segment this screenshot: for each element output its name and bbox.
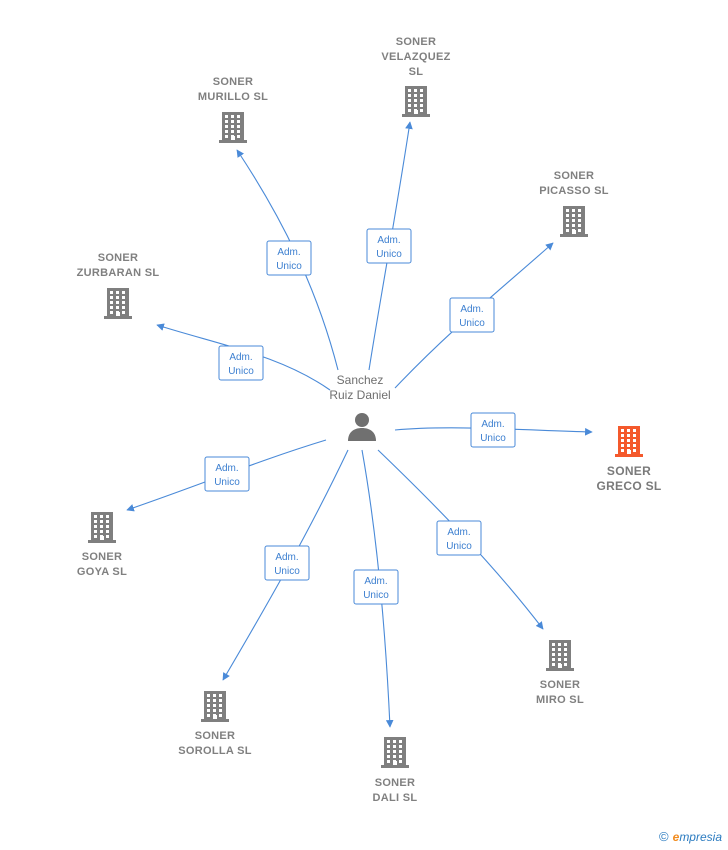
role-badge-murillo: Adm. Unico [266,240,312,276]
role-label-line2: Unico [459,318,485,329]
role-badge-miro: Adm. Unico [436,520,482,556]
role-label-line2: Unico [446,541,472,552]
company-label-velazquez[interactable]: SONER [396,36,437,48]
role-label-line1: Adm. [377,235,400,246]
building-icon [560,206,588,237]
role-label-line2: Unico [276,261,302,272]
company-label-zurbaran[interactable]: ZURBARAN SL [77,267,160,279]
company-label-velazquez[interactable]: SL [409,66,424,78]
company-label-dali[interactable]: DALI SL [373,792,418,804]
building-icon [201,691,229,722]
role-label-line1: Adm. [447,527,470,538]
copyright-icon: © [659,829,669,844]
company-label-greco[interactable]: SONER [607,464,651,478]
building-icon [381,737,409,768]
company-label-sorolla[interactable]: SOROLLA SL [178,745,251,757]
brand-logo-text: mpresia [679,830,722,844]
role-badge-goya: Adm. Unico [204,456,250,492]
role-badge-greco: Adm. Unico [470,412,516,448]
role-label-line2: Unico [363,590,389,601]
company-label-velazquez[interactable]: VELAZQUEZ [381,51,450,63]
company-label-miro[interactable]: SONER [540,679,581,691]
company-label-goya[interactable]: SONER [82,551,123,563]
role-label-line1: Adm. [364,576,387,587]
building-icon [219,112,247,143]
role-label-line1: Adm. [481,419,504,430]
role-badge-picasso: Adm. Unico [449,297,495,333]
company-label-greco[interactable]: GRECO SL [596,479,661,493]
building-icon [615,426,643,457]
company-label-zurbaran[interactable]: SONER [98,252,139,264]
person-name-line1: Sanchez [337,373,384,387]
role-badge-zurbaran: Adm. Unico [218,345,264,381]
company-label-goya[interactable]: GOYA SL [77,566,127,578]
brand-watermark: ©empresia [659,829,722,844]
role-badge-velazquez: Adm. Unico [366,228,412,264]
role-badge-dali: Adm. Unico [353,569,399,605]
role-badge-sorolla: Adm. Unico [264,545,310,581]
role-label-line2: Unico [214,477,240,488]
company-label-picasso[interactable]: SONER [554,170,595,182]
role-label-line1: Adm. [277,247,300,258]
role-label-line2: Unico [274,566,300,577]
building-icon [402,86,430,117]
role-label-line2: Unico [480,433,506,444]
company-label-dali[interactable]: SONER [375,777,416,789]
company-label-murillo[interactable]: SONER [213,76,254,88]
person-icon [348,413,376,441]
company-label-murillo[interactable]: MURILLO SL [198,91,268,103]
company-label-miro[interactable]: MIRO SL [536,694,584,706]
company-label-sorolla[interactable]: SONER [195,730,236,742]
role-label-line1: Adm. [460,304,483,315]
role-label-line2: Unico [228,366,254,377]
building-icon [104,288,132,319]
building-icon [88,512,116,543]
person-name-line2: Ruiz Daniel [329,388,390,402]
role-label-line1: Adm. [215,463,238,474]
role-label-line1: Adm. [275,552,298,563]
company-label-picasso[interactable]: PICASSO SL [539,185,609,197]
building-icon [546,640,574,671]
role-label-line1: Adm. [229,352,252,363]
brand-logo-letter: e [672,830,680,844]
role-label-line2: Unico [376,249,402,260]
